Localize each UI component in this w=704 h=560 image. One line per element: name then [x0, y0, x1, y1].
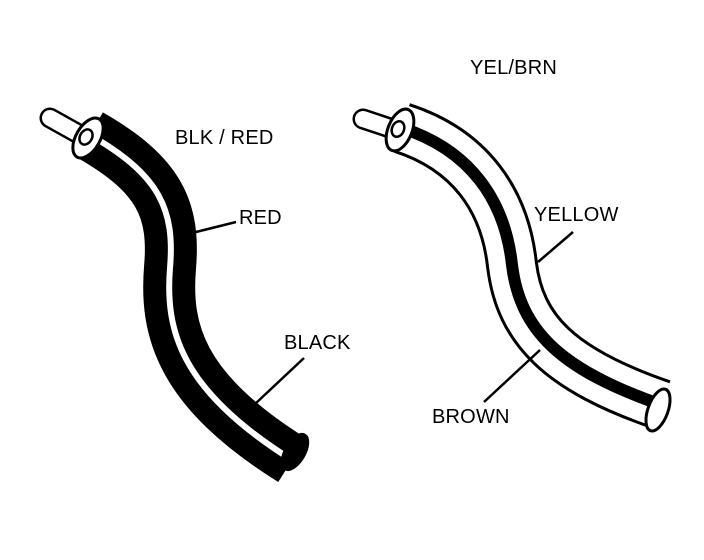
leader-brown	[483, 349, 541, 403]
wire-blk-red-core-end	[78, 128, 94, 146]
wire-blk-red	[39, 107, 310, 483]
wire-yel-brn-core-end	[390, 119, 406, 139]
label-yellow: YELLOW	[534, 204, 619, 226]
wire-blk-red-tail-end	[280, 432, 310, 472]
wire-yel-brn-brown-stripe	[400, 122, 664, 411]
wire-yel-brn-tail-end	[644, 387, 672, 433]
wire-blk-red-black-body	[78, 115, 305, 480]
label-yel-brn-code: YEL/BRN	[470, 57, 557, 79]
leader-black	[254, 357, 305, 405]
label-brown: BROWN	[432, 406, 510, 428]
wire-blk-red-red-stripe	[88, 132, 294, 463]
leader-yellow	[537, 231, 574, 263]
wire-yel-brn	[352, 103, 672, 433]
label-black: BLACK	[284, 332, 351, 354]
leader-red	[187, 220, 237, 236]
label-blk-red-code: BLK / RED	[175, 127, 274, 149]
label-red: RED	[239, 207, 282, 229]
